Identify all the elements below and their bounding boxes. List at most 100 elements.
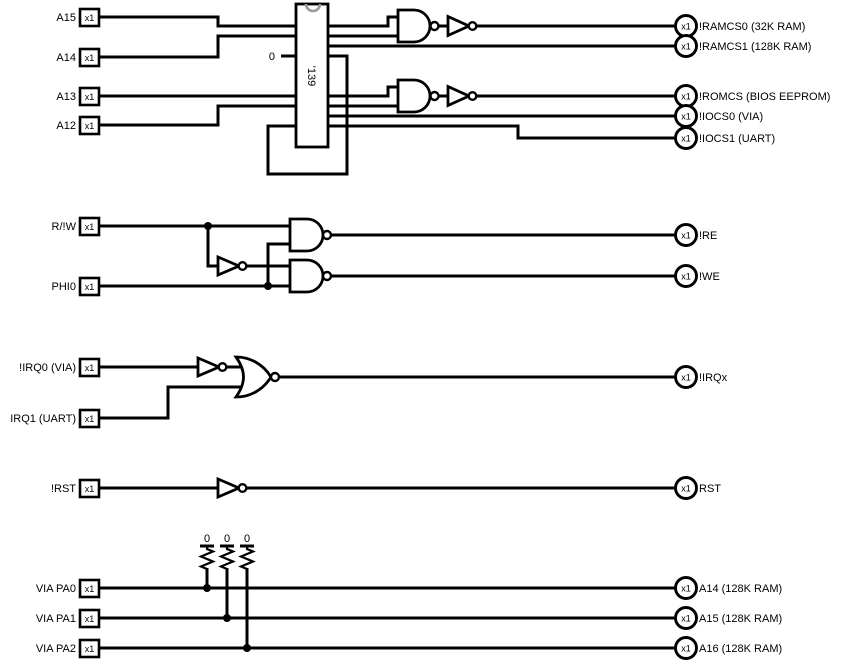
junction-dot xyxy=(204,222,212,230)
input-box[interactable] xyxy=(78,408,101,429)
decoder-body[interactable] xyxy=(294,2,330,149)
output-pin-irqx: x1 !IRQx xyxy=(674,365,728,389)
wire-a14-to-decoder[interactable] xyxy=(99,34,296,59)
nand-gate-we[interactable] xyxy=(288,258,325,294)
pull-resistor-3[interactable]: 0 xyxy=(238,533,256,571)
gates xyxy=(196,8,478,500)
inverter-romcs[interactable] xyxy=(446,84,473,108)
decoder-chip-139[interactable]: '139 xyxy=(294,2,330,149)
output-value: x1 xyxy=(681,92,691,102)
output-value: x1 xyxy=(681,272,691,282)
output-pin-iocs1: x1 !IOCS1 (UART) xyxy=(674,126,775,150)
decoder-notch-icon xyxy=(304,3,322,13)
output-pin-ramcs1: x1 !RAMCS1 (128K RAM) xyxy=(674,34,811,58)
output-label: !RAMCS0 (32K RAM) xyxy=(699,21,805,33)
output-label: A14 (128K RAM) xyxy=(699,583,782,595)
output-label: !IOCS1 (UART) xyxy=(699,133,775,145)
junction-dot xyxy=(223,614,231,622)
nand-gate-re[interactable] xyxy=(288,217,325,253)
output-pin-we: x1 !WE xyxy=(674,264,720,288)
input-value: x1 xyxy=(85,614,95,624)
output-circle[interactable] xyxy=(674,476,698,500)
nand-gate-ramcs0[interactable] xyxy=(396,8,432,44)
input-label: VIA PA2 xyxy=(36,643,76,655)
output-circle[interactable] xyxy=(674,264,698,288)
nor-irq-bubble-icon xyxy=(269,371,281,383)
nand-romcs-bubble-icon xyxy=(429,90,440,102)
input-label: R/!W xyxy=(52,221,77,233)
input-box[interactable] xyxy=(78,216,101,237)
output-circle[interactable] xyxy=(674,365,698,389)
output-label: !WE xyxy=(699,271,720,283)
wire-decoder-o0-to-nand1[interactable] xyxy=(328,15,398,28)
output-circle[interactable] xyxy=(674,636,698,660)
input-box[interactable] xyxy=(78,478,101,499)
wire-iocs1-out[interactable] xyxy=(328,124,676,140)
input-label: A15 xyxy=(56,12,76,24)
inverter-irq0-bubble-icon xyxy=(217,362,228,373)
input-label: A12 xyxy=(56,120,76,132)
output-label: !ROMCS (BIOS EEPROM) xyxy=(699,91,830,103)
output-circle[interactable] xyxy=(674,34,698,58)
input-box[interactable] xyxy=(78,638,101,659)
resistor1-zigzag-icon[interactable] xyxy=(198,546,216,571)
wires xyxy=(99,15,676,650)
pull-resistor-2[interactable]: 0 xyxy=(218,533,236,571)
wire-decoder-feedback-enable[interactable] xyxy=(266,54,349,176)
nor-gate-irq[interactable] xyxy=(233,355,273,399)
input-value: x1 xyxy=(85,121,95,131)
output-value: x1 xyxy=(681,373,691,383)
input-value: x1 xyxy=(85,222,95,232)
wire-a12-to-decoder[interactable] xyxy=(99,104,296,127)
input-label: A13 xyxy=(56,91,76,103)
output-label: A15 (128K RAM) xyxy=(699,613,782,625)
output-circle[interactable] xyxy=(674,223,698,247)
input-label: A14 xyxy=(56,52,76,64)
wire-decoder-o4-to-nand2[interactable] xyxy=(328,85,398,98)
wire-irq1-to-nor[interactable] xyxy=(99,385,243,420)
inverter-rst-bubble-icon xyxy=(237,483,248,494)
output-label: !RE xyxy=(699,230,717,242)
input-box[interactable] xyxy=(78,578,101,599)
input-label: PHI0 xyxy=(52,281,76,293)
input-pin-via-pa1: VIA PA1 x1 xyxy=(36,608,101,629)
output-circle[interactable] xyxy=(674,576,698,600)
wire-rw-to-inverter[interactable] xyxy=(206,226,218,268)
output-circle[interactable] xyxy=(674,126,698,150)
input-box[interactable] xyxy=(78,276,101,297)
inverter-irq0[interactable] xyxy=(196,355,223,379)
input-label: VIA PA0 xyxy=(36,583,76,595)
inverter-rst[interactable] xyxy=(216,476,243,500)
input-pin-a13: A13 x1 xyxy=(56,86,101,107)
input-label: VIA PA1 xyxy=(36,613,76,625)
input-label: !RST xyxy=(51,483,76,495)
input-box[interactable] xyxy=(78,115,101,136)
input-box[interactable] xyxy=(78,86,101,107)
output-value: x1 xyxy=(681,134,691,144)
inverter-rw[interactable] xyxy=(216,254,243,278)
nand-we-bubble-icon xyxy=(321,270,333,282)
output-pin-re: x1 !RE xyxy=(674,223,717,247)
constant-zero-label: 0 xyxy=(269,51,275,63)
input-value: x1 xyxy=(85,484,95,494)
pull-resistor-1[interactable]: 0 xyxy=(198,533,216,571)
input-value: x1 xyxy=(85,282,95,292)
input-box[interactable] xyxy=(78,608,101,629)
resistor2-zigzag-icon[interactable] xyxy=(218,546,236,571)
input-box[interactable] xyxy=(78,7,101,28)
resistor3-zigzag-icon[interactable] xyxy=(238,546,256,571)
nand-re-bubble-icon xyxy=(321,229,333,241)
wire-a15-to-decoder[interactable] xyxy=(99,15,296,28)
input-box[interactable] xyxy=(78,47,101,68)
input-box[interactable] xyxy=(78,357,101,378)
wire-phi0-to-nand-re[interactable] xyxy=(266,242,290,286)
inverter-ramcs0[interactable] xyxy=(446,14,473,38)
output-label: RST xyxy=(699,483,721,495)
input-pin-rst: !RST x1 xyxy=(51,478,101,499)
nand-gate-romcs[interactable] xyxy=(396,78,432,114)
output-circle[interactable] xyxy=(674,606,698,630)
input-label: !IRQ0 (VIA) xyxy=(19,362,76,374)
input-label: IRQ1 (UART) xyxy=(10,413,76,425)
output-value: x1 xyxy=(681,614,691,624)
